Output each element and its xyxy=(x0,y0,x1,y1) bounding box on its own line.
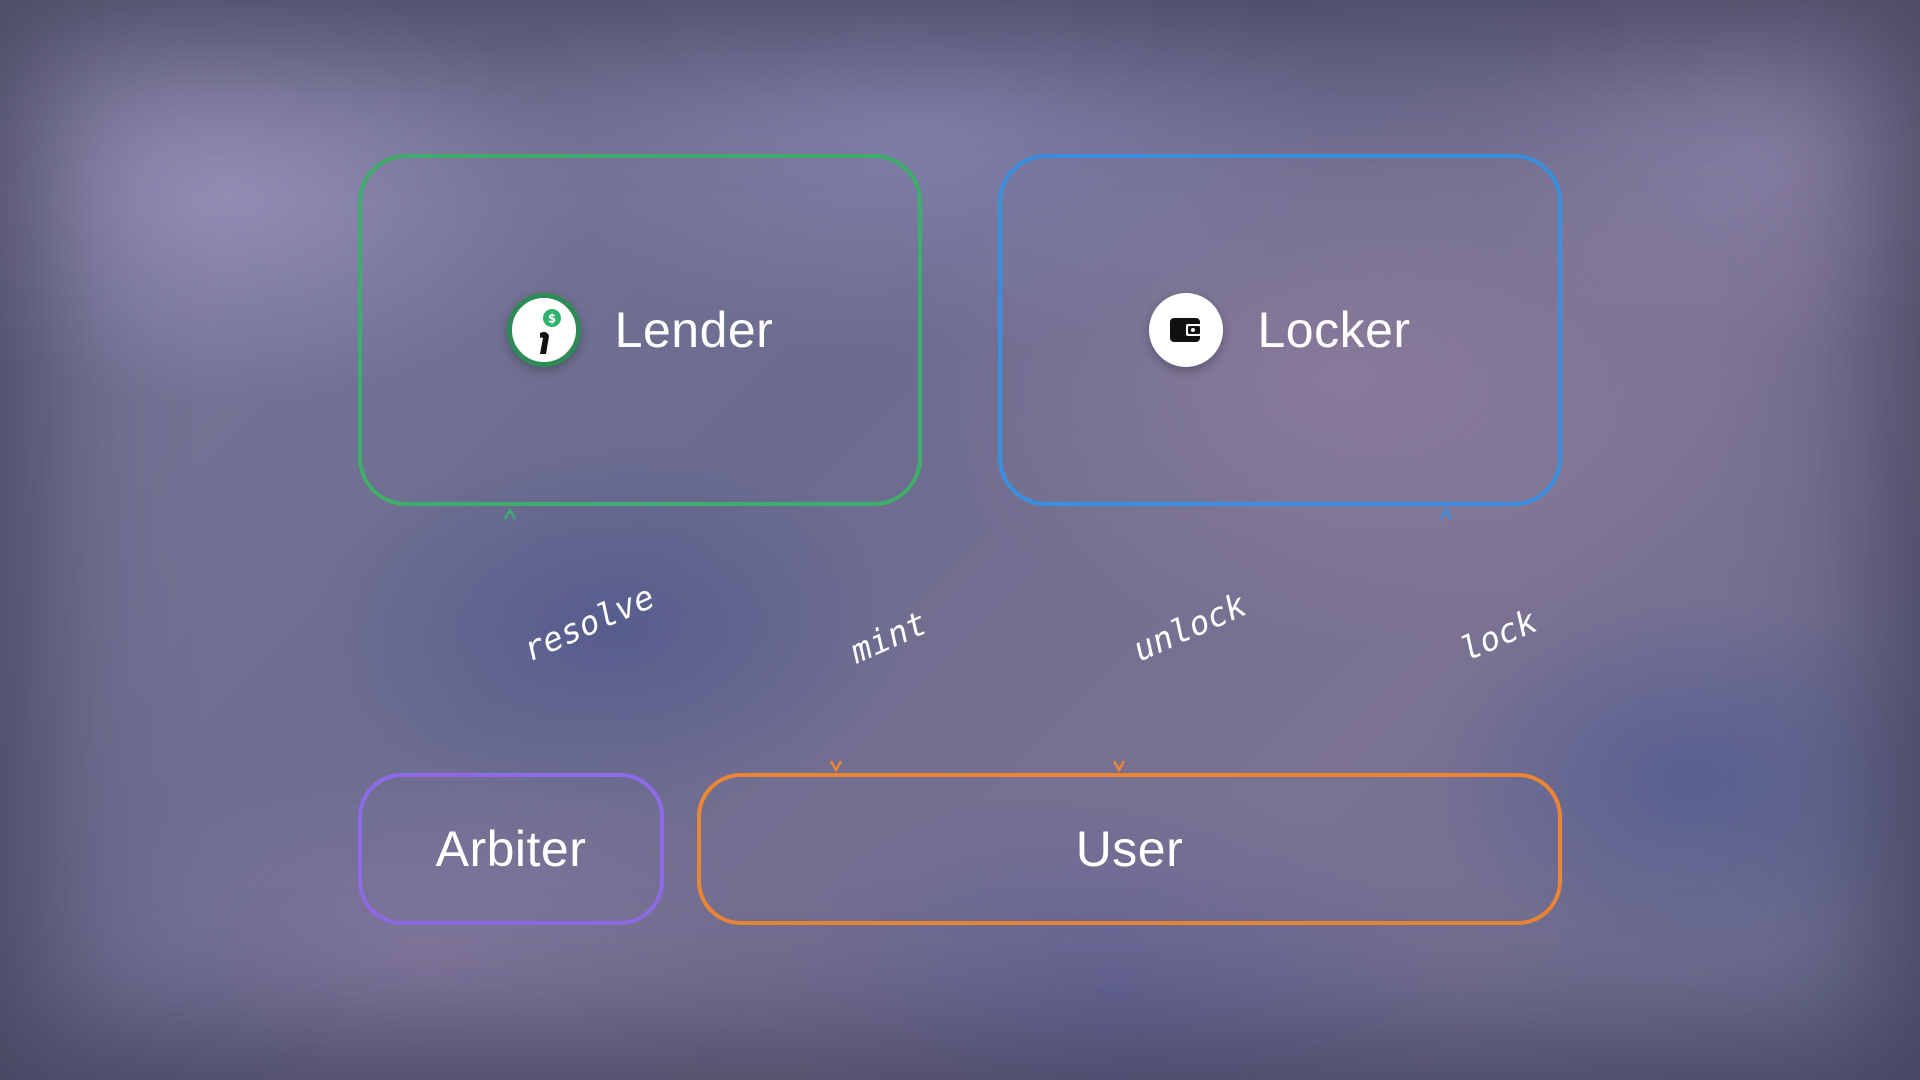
arrowhead-unlock xyxy=(1112,760,1126,773)
lender-coin-icon: $ xyxy=(506,293,581,367)
lender-label: Lender xyxy=(614,302,774,358)
arrowhead-lock xyxy=(1439,507,1453,520)
arbiter-label: Arbiter xyxy=(435,821,587,877)
edge-unlock xyxy=(1112,506,1126,773)
edge-mint xyxy=(829,506,843,773)
edge-resolve xyxy=(503,507,517,773)
edge-lock xyxy=(1439,507,1453,773)
locker-label: Locker xyxy=(1257,302,1411,358)
lender-node: $ Lender xyxy=(358,154,922,506)
arrowhead-mint xyxy=(829,760,843,773)
wallet-icon xyxy=(1149,293,1224,367)
user-label: User xyxy=(1075,821,1184,877)
arbiter-node: Arbiter xyxy=(358,773,664,925)
locker-node: Locker xyxy=(998,154,1562,506)
svg-text:$: $ xyxy=(547,312,555,326)
arrowhead-resolve xyxy=(503,507,517,520)
user-node: User xyxy=(697,773,1562,925)
